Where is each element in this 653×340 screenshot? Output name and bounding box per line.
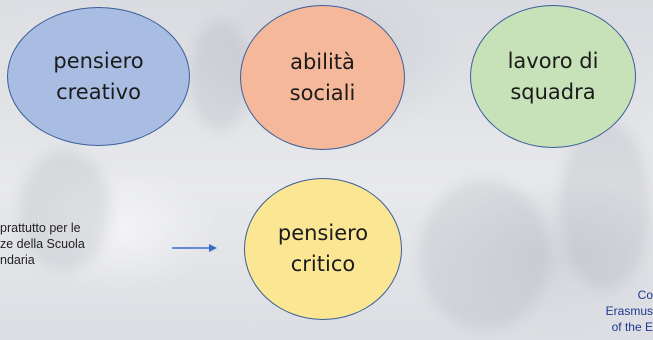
node-lavoro-di-squadra: lavoro di squadra [470, 5, 636, 148]
node-abilita-sociali: abilità sociali [240, 5, 405, 150]
arrow-right-icon [172, 244, 217, 252]
node-label: abilità sociali [289, 49, 356, 105]
side-note: prattutto per le ze della Scuola ndaria [0, 221, 85, 267]
node-label: pensiero critico [277, 221, 369, 276]
node-label: pensiero creativo [53, 48, 144, 104]
background-figure [420, 180, 550, 330]
background-figure [20, 150, 110, 270]
footer-note: Co Erasmus of the E [605, 288, 653, 334]
node-pensiero-critico: pensiero critico [244, 178, 402, 320]
background-figure [560, 120, 650, 290]
node-label: lavoro di squadra [507, 48, 599, 104]
node-pensiero-creativo: pensiero creativo [7, 7, 190, 146]
